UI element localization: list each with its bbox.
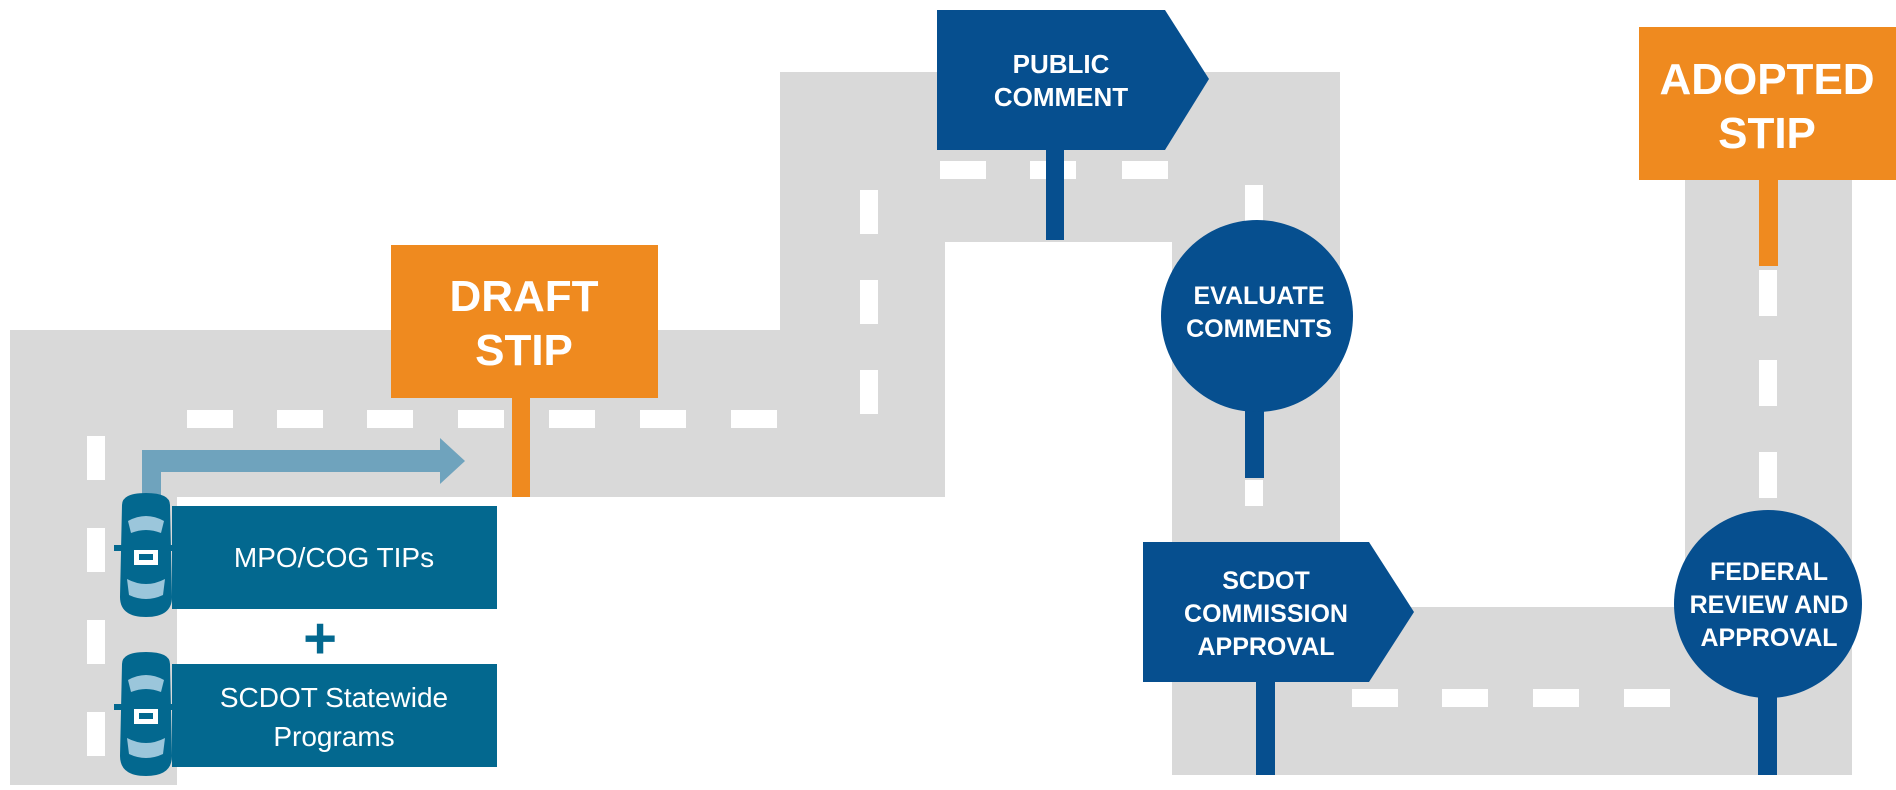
sign-board	[1161, 220, 1353, 412]
adopted-line1: ADOPTED	[1659, 55, 1874, 104]
statewide-label-line1: SCDOT Statewide	[220, 682, 448, 713]
source-tips: MPO/COG TIPs	[172, 506, 497, 609]
federal-line3: APPROVAL	[1700, 624, 1837, 652]
sign-post	[512, 398, 530, 497]
sign-board	[1639, 27, 1896, 180]
evaluate-line1: EVALUATE	[1193, 282, 1324, 310]
federal-line1: FEDERAL	[1710, 558, 1828, 586]
statewide-box	[172, 664, 497, 767]
sign-federal-review: FEDERAL REVIEW AND APPROVAL	[1674, 510, 1862, 775]
commission-line1: SCDOT	[1222, 567, 1310, 595]
statewide-label-line2: Programs	[273, 721, 394, 752]
draft-line2: STIP	[475, 326, 573, 375]
draft-line1: DRAFT	[449, 272, 598, 321]
public-comment-line2: COMMENT	[994, 82, 1128, 112]
lane-dashes	[87, 161, 1777, 756]
sign-post	[1046, 148, 1064, 240]
tips-label: MPO/COG TIPs	[234, 542, 434, 573]
source-statewide: SCDOT Statewide Programs	[172, 664, 497, 767]
sign-post	[1758, 688, 1777, 775]
public-comment-line1: PUBLIC	[1013, 49, 1110, 79]
sign-public-comment: PUBLIC COMMENT	[937, 10, 1209, 240]
plus-icon: +	[303, 606, 337, 671]
commission-line2: COMMISSION	[1184, 600, 1348, 628]
sign-board	[391, 245, 658, 398]
federal-line2: REVIEW AND	[1690, 591, 1849, 619]
evaluate-line2: COMMENTS	[1186, 315, 1332, 343]
car-icon	[114, 652, 178, 776]
sign-adopted-stip: ADOPTED STIP	[1639, 27, 1896, 266]
sign-board	[937, 10, 1209, 150]
tips-box	[172, 506, 497, 609]
car-icon	[114, 493, 178, 617]
adopted-line2: STIP	[1718, 109, 1816, 158]
sign-post	[1256, 677, 1275, 775]
arrow-right-icon	[142, 438, 465, 500]
sign-draft-stip: DRAFT STIP	[391, 245, 658, 497]
sign-board	[1674, 510, 1862, 698]
sign-commission-approval: SCDOT COMMISSION APPROVAL	[1143, 542, 1414, 775]
sign-evaluate-comments: EVALUATE COMMENTS	[1161, 220, 1353, 478]
sign-post	[1759, 178, 1778, 266]
sign-board	[1143, 542, 1414, 682]
commission-line3: APPROVAL	[1197, 633, 1334, 661]
sign-post	[1245, 392, 1264, 478]
